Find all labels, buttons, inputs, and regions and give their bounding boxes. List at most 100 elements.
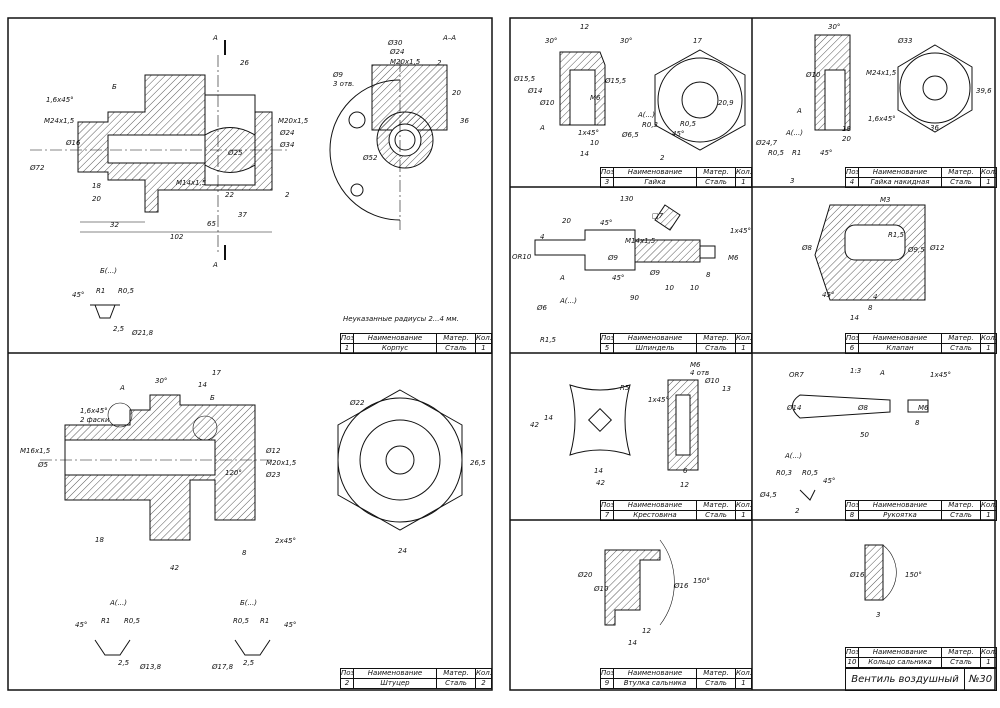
table-cell-mat: Сталь xyxy=(696,511,735,520)
p3-dimension-label: 45° xyxy=(672,130,685,138)
p7-dimension-label: R5 xyxy=(620,384,630,392)
p3-dimension-label: 1x45° xyxy=(578,129,600,137)
p1-dimension-label: Ø16 xyxy=(66,139,81,147)
part7-crosshead xyxy=(569,379,699,471)
p1-dimension-label: 65 xyxy=(207,220,216,228)
p8-dimension-label: А(...) xyxy=(785,452,802,460)
p1-dimension-label: 37 xyxy=(238,211,247,219)
p1-dimension-label: 2 xyxy=(437,59,442,67)
p4-dimension-label: R1 xyxy=(792,149,802,157)
p2-dimension-label: 17 xyxy=(212,369,221,377)
table-cell-name: Кольцо сальника xyxy=(858,658,941,667)
p1-dimension-label: А–А xyxy=(443,34,457,42)
p9-dimension-label: Ø20 xyxy=(578,571,593,579)
p1-dimension-label: А xyxy=(213,261,218,269)
p5-dimension-label: А xyxy=(560,274,565,282)
p3-dimension-label: Ø14 xyxy=(528,87,543,95)
p4-dimension-label: А(...) xyxy=(786,129,803,137)
p2-dimension-label: А xyxy=(120,384,125,392)
p5-dimension-label: 90 xyxy=(630,294,639,302)
p1-dimension-label: 1,6x45° xyxy=(46,96,74,104)
p7-dimension-label: 1x45° xyxy=(648,396,670,404)
p6-dimension-label: 4 xyxy=(873,293,878,301)
p5-dimension-label: R1,5 xyxy=(540,336,556,344)
p3-dimension-label: R0,5 xyxy=(680,120,696,128)
p5-dimension-label: 1x45° xyxy=(730,227,752,235)
p8-dimension-label: 8 xyxy=(915,419,920,427)
table-cell-pos: 10 xyxy=(847,658,857,666)
p8-dimension-label: 50 xyxy=(860,431,869,439)
table-header-mat: Матер. xyxy=(436,669,475,678)
p1-dimension-label: Ø72 xyxy=(30,164,45,172)
p4-dimension-label: R0,5 xyxy=(768,149,784,157)
p3-dimension-label: Ø15,5 xyxy=(514,75,536,83)
p8-dimension-label: 1:3 xyxy=(850,367,862,375)
p9-dimension-label: 150° xyxy=(693,577,710,585)
table-cell-mat: Сталь xyxy=(941,344,980,353)
p4-dimension-label: 30° xyxy=(828,23,841,31)
p3-dimension-label: 30° xyxy=(545,37,558,45)
p5-dimension-label: M6 xyxy=(728,254,739,262)
p3-dimension-label: 17 xyxy=(693,37,702,45)
p2-dimension-label: 2 фаски xyxy=(80,416,110,424)
p2-dimension-label: Ø17,8 xyxy=(212,663,234,671)
table-header-qty: Кол. xyxy=(980,648,996,657)
p2-dimension-label: Ø12 xyxy=(266,447,281,455)
table-cell-name: Гайка xyxy=(613,178,696,187)
p6-dimension-label: Ø12 xyxy=(930,244,945,252)
p8-dimension-label: OR7 xyxy=(789,371,804,379)
table-cell-name: Шпиндель xyxy=(613,344,696,353)
note-radii: Неуказанные радиусы 2...4 мм. xyxy=(343,315,459,323)
p6-dimension-label: 8 xyxy=(868,304,873,312)
table-header-pos: Поз xyxy=(601,168,613,176)
table-header-name: Наименование xyxy=(353,334,436,343)
part2-detail-B xyxy=(234,639,271,656)
p1-dimension-label: Ø24 xyxy=(390,48,405,56)
p3-dimension-label: 14 xyxy=(580,150,589,158)
p5-dimension-label: 20 xyxy=(562,217,571,225)
table-header-pos: Поз xyxy=(601,669,613,677)
p1-dimension-label: Ø52 xyxy=(363,154,378,162)
table-cell-pos: 7 xyxy=(604,511,610,519)
p6-dimension-label: Ø8 xyxy=(802,244,812,252)
p8-dimension-label: А xyxy=(880,369,885,377)
table-header-mat: Матер. xyxy=(696,669,735,678)
p2-dimension-label: 14 xyxy=(198,381,207,389)
p1-dimension-label: Б xyxy=(112,83,117,91)
assembly-title-block: Вентиль воздушный №30 xyxy=(845,668,997,691)
p2-dimension-label: M20x1,5 xyxy=(266,459,297,467)
p9-dimension-label: 14 xyxy=(628,639,637,647)
table-cell-qty: 1 xyxy=(735,344,751,353)
p3-dimension-label: 2 xyxy=(660,154,665,162)
table-cell-mat: Сталь xyxy=(941,511,980,520)
p1-dimension-label: Ø30 xyxy=(388,39,403,47)
p1-dimension-label: Ø34 xyxy=(280,141,295,149)
table-header-pos: Поз xyxy=(341,334,353,342)
table-cell-mat: Сталь xyxy=(696,679,735,688)
p6-dimension-label: 14 xyxy=(850,314,859,322)
p4-dimension-label: 45° xyxy=(820,149,833,157)
table-cell-name: Гайка накидная xyxy=(858,178,941,187)
p7-dimension-label: 6 xyxy=(683,467,688,475)
table-header-name: Наименование xyxy=(353,669,436,678)
table-cell-name: Рукоятка xyxy=(858,511,941,520)
p2-dimension-label: R0,5 xyxy=(233,617,249,625)
table-header-pos: Поз xyxy=(846,648,858,656)
p1-dimension-label: 26 xyxy=(240,59,249,67)
p4-dimension-label: 39,6 xyxy=(976,87,992,95)
p1-dimension-label: 45° xyxy=(72,291,85,299)
table-header-qty: Кол. xyxy=(475,334,491,343)
p2-dimension-label: R0,5 xyxy=(124,617,140,625)
table-cell-pos: 6 xyxy=(849,344,855,352)
table-cell-name: Корпус xyxy=(353,344,436,353)
table-cell-name: Клапан xyxy=(858,344,941,353)
p4-dimension-label: 36 xyxy=(930,124,939,132)
p7-dimension-label: 42 xyxy=(530,421,539,429)
p4-dimension-label: Ø33 xyxy=(898,37,913,45)
p8-dimension-label: Ø14 xyxy=(787,404,802,412)
